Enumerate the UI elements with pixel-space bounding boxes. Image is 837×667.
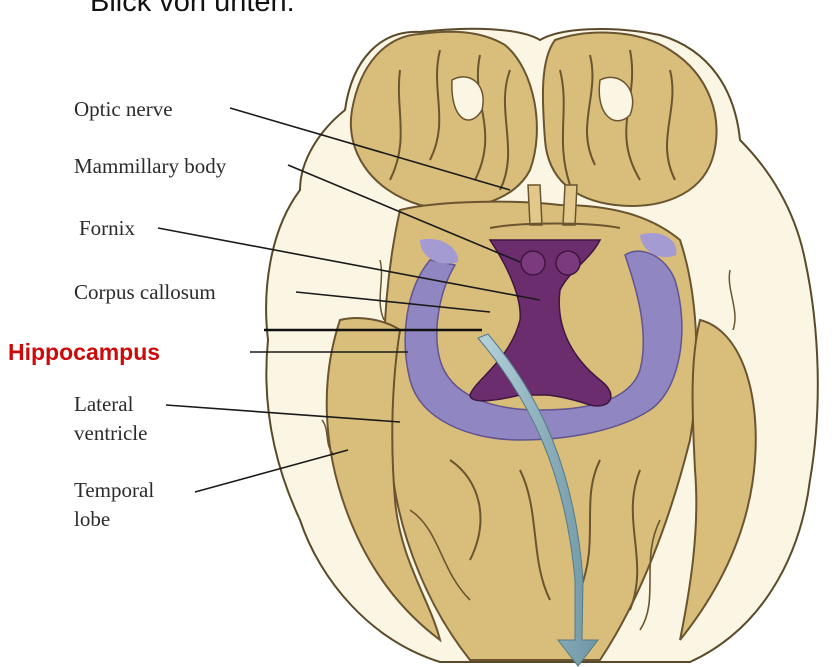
- label-temporal-lobe-line2: lobe: [74, 506, 110, 532]
- label-corpus-callosum: Corpus callosum: [74, 279, 216, 305]
- mammillary-body-left: [521, 251, 545, 275]
- label-optic-nerve: Optic nerve: [74, 96, 173, 122]
- frontal-lobe-left: [351, 32, 537, 208]
- label-fornix: Fornix: [79, 215, 135, 241]
- label-hippocampus: Hippocampus: [8, 339, 160, 366]
- label-lateral-ventricle-line1: Lateral: [74, 391, 133, 417]
- mammillary-body-right: [556, 251, 580, 275]
- label-temporal-lobe-line1: Temporal: [74, 477, 154, 503]
- label-mammillary-body: Mammillary body: [74, 153, 226, 179]
- label-lateral-ventricle-line2: ventricle: [74, 420, 147, 446]
- page-title: Blick von unten:: [90, 0, 295, 19]
